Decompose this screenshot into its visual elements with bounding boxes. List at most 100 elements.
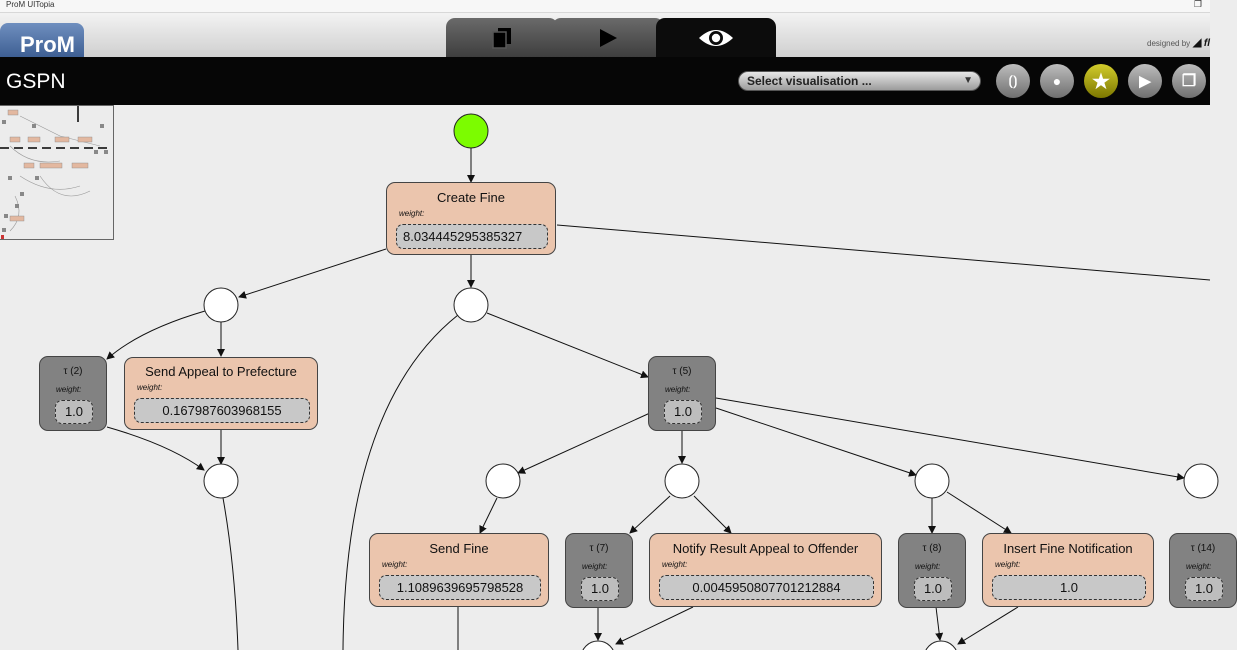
chevron-down-icon: ▼: [963, 75, 973, 86]
edge: [715, 407, 917, 477]
play-icon: [600, 28, 617, 47]
tau-transition-2[interactable]: τ (2) weight: 1.0: [39, 356, 107, 431]
place: [664, 463, 700, 499]
view-toolbar: GSPN Select visualisation ... ▼ ⟮⟯ ● ★ ▶…: [0, 57, 1210, 105]
edge: [517, 412, 651, 474]
tab-actions[interactable]: [552, 18, 664, 57]
edge: [222, 497, 239, 650]
color-button[interactable]: ●: [1040, 64, 1074, 98]
weight-value[interactable]: 1.0: [914, 577, 952, 601]
main-tabs: [446, 18, 776, 57]
transition-send-appeal[interactable]: Send Appeal to Prefecture weight: 0.1679…: [124, 357, 318, 430]
window-restore-icon[interactable]: ❐: [1193, 0, 1202, 9]
weight-label: weight:: [399, 209, 425, 218]
tab-view[interactable]: [656, 18, 776, 57]
place: [203, 463, 239, 499]
transition-label: Insert Fine Notification: [1003, 541, 1133, 556]
tau-label: τ (7): [589, 543, 609, 554]
transition-label: Send Fine: [429, 541, 489, 556]
weight-label: weight:: [56, 385, 82, 394]
designed-brand: fl: [1203, 38, 1210, 49]
export-button[interactable]: ❐: [1172, 64, 1206, 98]
play-icon: ▶: [1139, 73, 1151, 90]
place: [582, 640, 614, 650]
weight-value[interactable]: 1.0: [664, 400, 702, 424]
edge: [479, 497, 498, 534]
start-place: [453, 113, 489, 149]
page-title: GSPN: [6, 70, 66, 93]
minimap-preview: [0, 106, 112, 239]
weight-label: weight:: [915, 562, 941, 571]
edge: [957, 606, 1019, 645]
place: [453, 287, 489, 323]
graph-minimap[interactable]: [0, 105, 114, 240]
favorite-button[interactable]: ★: [1084, 64, 1118, 98]
place: [203, 287, 239, 323]
weight-label: weight:: [137, 383, 163, 392]
place: [1183, 463, 1219, 499]
weight-label: weight:: [582, 562, 608, 571]
place: [914, 463, 950, 499]
transition-insert-notification[interactable]: Insert Fine Notification weight: 1.0: [982, 533, 1154, 607]
transition-label: Create Fine: [437, 190, 505, 205]
refresh-button[interactable]: ⟮⟯: [996, 64, 1030, 98]
weight-value[interactable]: 0.167987603968155: [134, 398, 310, 423]
tab-workspace[interactable]: [446, 18, 558, 57]
weight-value[interactable]: 8.034445295385327: [396, 224, 548, 249]
window-titlebar: ProM UITopia ❐: [0, 0, 1210, 13]
eye-icon: [699, 29, 733, 46]
weight-value[interactable]: 1.0: [581, 577, 619, 601]
edge: [556, 224, 1211, 281]
designed-by-text: designed by: [1147, 39, 1191, 48]
weight-value[interactable]: 1.0: [992, 575, 1146, 600]
tau-transition-14[interactable]: τ (14) weight: 1.0: [1169, 533, 1237, 608]
designed-by-credit: designed by ◢ fl: [1147, 35, 1210, 49]
edge: [238, 248, 387, 299]
tau-label: τ (8): [922, 543, 942, 554]
edge: [935, 606, 944, 641]
edge: [486, 312, 649, 379]
edge: [693, 495, 732, 534]
graph-edges: [106, 113, 1219, 650]
transition-send-fine[interactable]: Send Fine weight: 1.1089639695798528: [369, 533, 549, 607]
weight-value[interactable]: 1.0: [55, 400, 93, 424]
copy-icon: ❐: [1181, 73, 1197, 90]
window-title: ProM UITopia: [6, 0, 55, 9]
edge: [106, 426, 205, 471]
weight-label: weight:: [665, 385, 691, 394]
star-icon: ★: [1092, 70, 1110, 93]
place: [925, 640, 957, 650]
edge: [106, 310, 206, 360]
visualisation-select-label: Select visualisation ...: [747, 74, 872, 88]
tau-label: τ (2): [63, 366, 83, 377]
edge: [946, 491, 1012, 534]
edge: [715, 397, 1185, 481]
edge: [629, 495, 671, 534]
tau-transition-5[interactable]: τ (5) weight: 1.0: [648, 356, 716, 431]
transition-notify-result[interactable]: Notify Result Appeal to Offender weight:…: [649, 533, 882, 607]
graph-canvas[interactable]: Create Fine weight: 8.034445295385327 τ …: [0, 105, 1237, 650]
weight-label: weight:: [995, 560, 1021, 569]
top-bar: ProM designed by ◢ fl: [0, 13, 1210, 57]
edge: [615, 606, 694, 645]
transition-label: Notify Result Appeal to Offender: [672, 541, 859, 556]
weight-value[interactable]: 1.0: [1185, 577, 1223, 601]
weight-label: weight:: [382, 560, 408, 569]
transition-create-fine[interactable]: Create Fine weight: 8.034445295385327: [386, 182, 556, 255]
tau-transition-8[interactable]: τ (8) weight: 1.0: [898, 533, 966, 608]
edge: [342, 314, 459, 650]
place: [485, 463, 521, 499]
refresh-icon: ⟮⟯: [1008, 73, 1018, 88]
weight-label: weight:: [1186, 562, 1212, 571]
weight-value[interactable]: 1.1089639695798528: [379, 575, 541, 600]
play-button[interactable]: ▶: [1128, 64, 1162, 98]
visualisation-select[interactable]: Select visualisation ... ▼: [738, 71, 981, 91]
tau-label: τ (5): [672, 366, 692, 377]
copy-icon: [492, 27, 511, 49]
weight-value[interactable]: 0.0045950807701212884: [659, 575, 874, 600]
tau-transition-7[interactable]: τ (7) weight: 1.0: [565, 533, 633, 608]
fluxicon-logo-icon: ◢: [1192, 35, 1202, 49]
transition-label: Send Appeal to Prefecture: [145, 364, 297, 379]
tau-label: τ (14): [1190, 543, 1216, 554]
weight-label: weight:: [662, 560, 688, 569]
